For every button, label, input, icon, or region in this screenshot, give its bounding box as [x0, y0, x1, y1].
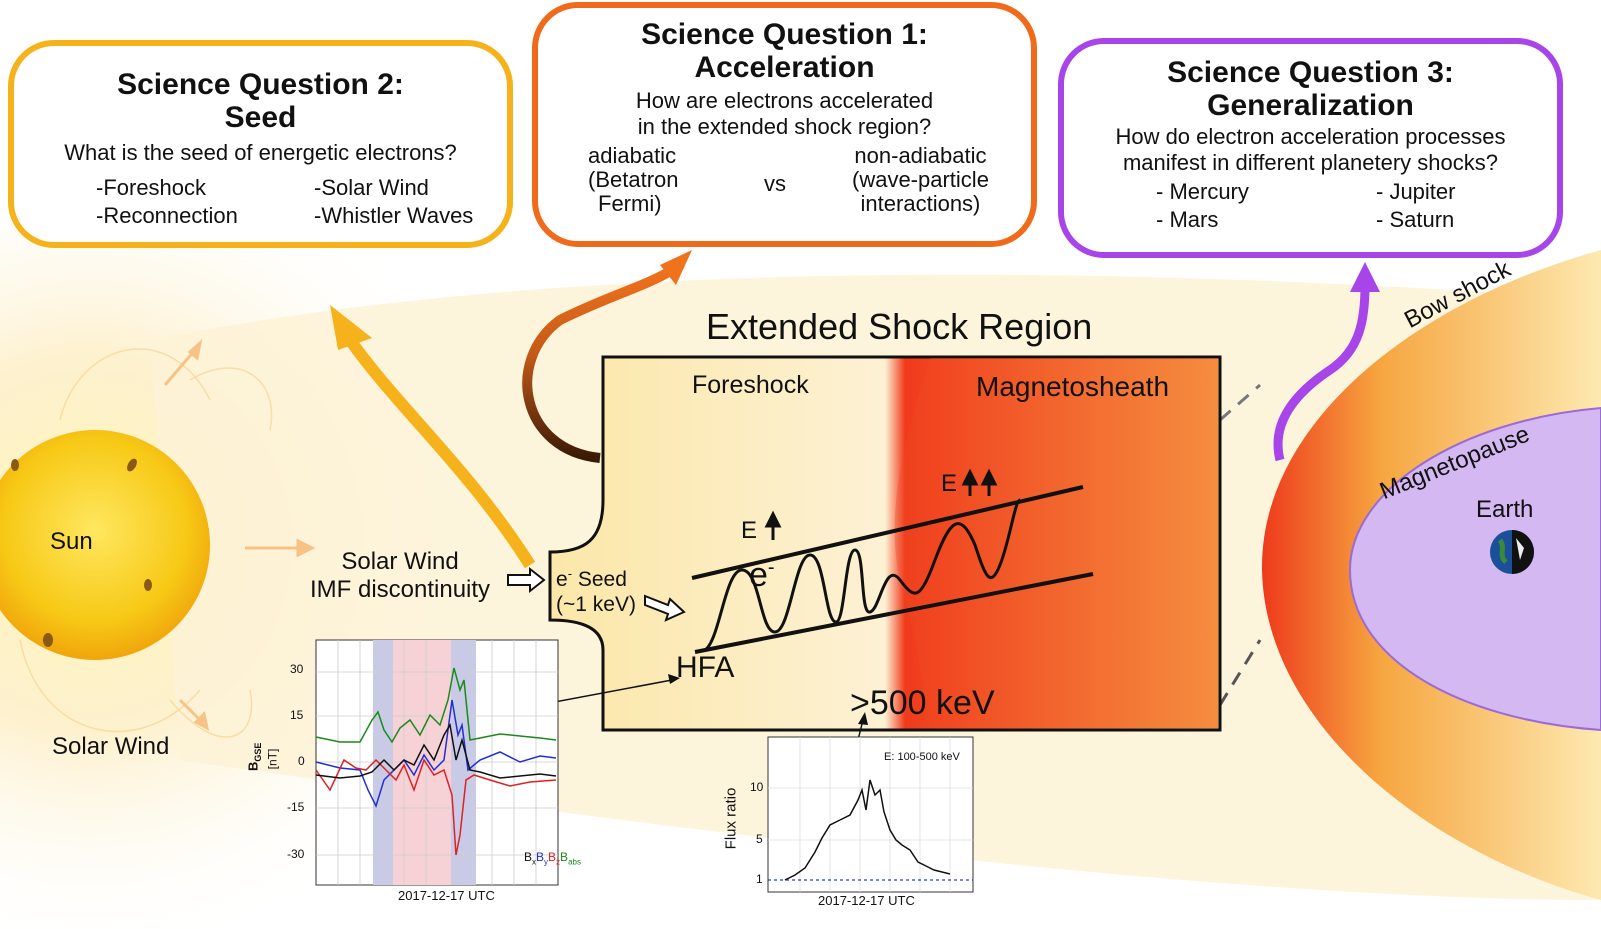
seed-energy: (~1 keV) [556, 593, 636, 616]
b-ylabel-sub: GSE [253, 742, 263, 762]
sq1-left-line2: (Betatron [588, 167, 679, 192]
science-question-1-box: Science Question 1: Acceleration How are… [532, 2, 1037, 247]
e-field-label-2: E [941, 470, 958, 497]
sun-label: Sun [50, 528, 93, 555]
sq3-item-2: - Jupiter [1376, 179, 1456, 204]
solar-wind-label: Solar Wind [52, 733, 170, 760]
b-ytick-2: 15 [290, 708, 304, 722]
electron-label-sup: - [767, 556, 775, 579]
seed-electron: e [556, 568, 568, 591]
science-question-2-box: Science Question 2: Seed What is the see… [8, 40, 513, 248]
legend-bz: Bz [548, 850, 561, 867]
hfa-label: HFA [676, 651, 735, 684]
b-xlabel: 2017-12-17 UTC [398, 888, 495, 903]
extended-shock-region-title: Extended Shock Region [706, 306, 1093, 347]
b-ytick-5: -30 [287, 847, 305, 861]
sq1-left-line1: adiabatic [588, 143, 677, 168]
sw-imf-line1: Solar Wind [341, 548, 459, 575]
sq3-item-4: - Saturn [1376, 207, 1455, 232]
sq2-item-4: -Whistler Waves [314, 203, 474, 228]
earth-label: Earth [1476, 496, 1534, 523]
sq2-title-line1: Science Question 2: [117, 68, 404, 101]
sq1-right-line3: interactions) [860, 191, 981, 216]
sq1-vs: vs [764, 171, 786, 196]
science-question-3-box: Science Question 3: Generalization How d… [1058, 38, 1563, 258]
b-ytick-1: 30 [290, 662, 304, 676]
magnetosheath-label: Magnetosheath [976, 371, 1170, 402]
electron-label: e [749, 556, 768, 594]
legend-by: By [536, 850, 549, 867]
b-ytick-3: 0 [298, 754, 305, 768]
sw-imf-line2: IMF discontinuity [310, 576, 491, 603]
sq2-item-3: -Reconnection [96, 203, 238, 228]
sq1-title-line2: Acceleration [694, 51, 875, 84]
sq2-item-2: -Solar Wind [314, 175, 429, 200]
legend-babs: Babs [560, 850, 581, 867]
flux-ytick-1: 10 [750, 780, 764, 794]
seed-electron-sup: - [567, 566, 573, 581]
b-ylabel: B [245, 761, 261, 771]
sq3-item-3: - Mars [1156, 207, 1219, 232]
flux-ratio-plot [767, 736, 974, 893]
seed-word: Seed [572, 568, 627, 591]
b-legend: BxByBzBabs [524, 850, 581, 866]
sq2-item-1: -Foreshock [96, 175, 207, 200]
sq3-item-1: - Mercury [1156, 179, 1249, 204]
sq3-question-line1: How do electron acceleration processes [1115, 124, 1506, 149]
flux-xlabel: 2017-12-17 UTC [818, 893, 915, 908]
flux-annotation: E: 100-500 keV [884, 751, 960, 763]
sq1-question-line2: in the extended shock region? [637, 114, 932, 139]
sq1-question-line1: How are electrons accelerated [635, 88, 934, 113]
legend-bx: Bx [524, 850, 537, 867]
b-yunit: [nT] [265, 748, 280, 770]
b-field-plot [315, 639, 559, 886]
b-ytick-4: -15 [287, 800, 305, 814]
e-field-label-1: E [741, 517, 758, 544]
flux-ytick-3: 1 [756, 872, 763, 886]
high-energy-label: >500 keV [850, 684, 995, 722]
sq2-title-line2: Seed [224, 101, 297, 134]
flux-ylabel: Flux ratio [722, 787, 740, 850]
foreshock-label: Foreshock [692, 371, 809, 399]
sq1-title-line1: Science Question 1: [641, 18, 928, 51]
sq1-right-line2: (wave-particle [852, 167, 989, 192]
sq3-question-line2: manifest in different planetery shocks? [1122, 150, 1499, 175]
flux-ytick-2: 5 [756, 832, 763, 846]
sq1-left-line3: Fermi) [598, 191, 662, 216]
sq3-title-line1: Science Question 3: [1167, 56, 1454, 89]
sq1-right-line1: non-adiabatic [854, 143, 987, 168]
sq2-question: What is the seed of energetic electrons? [64, 140, 457, 165]
sq3-title-line2: Generalization [1207, 89, 1414, 122]
